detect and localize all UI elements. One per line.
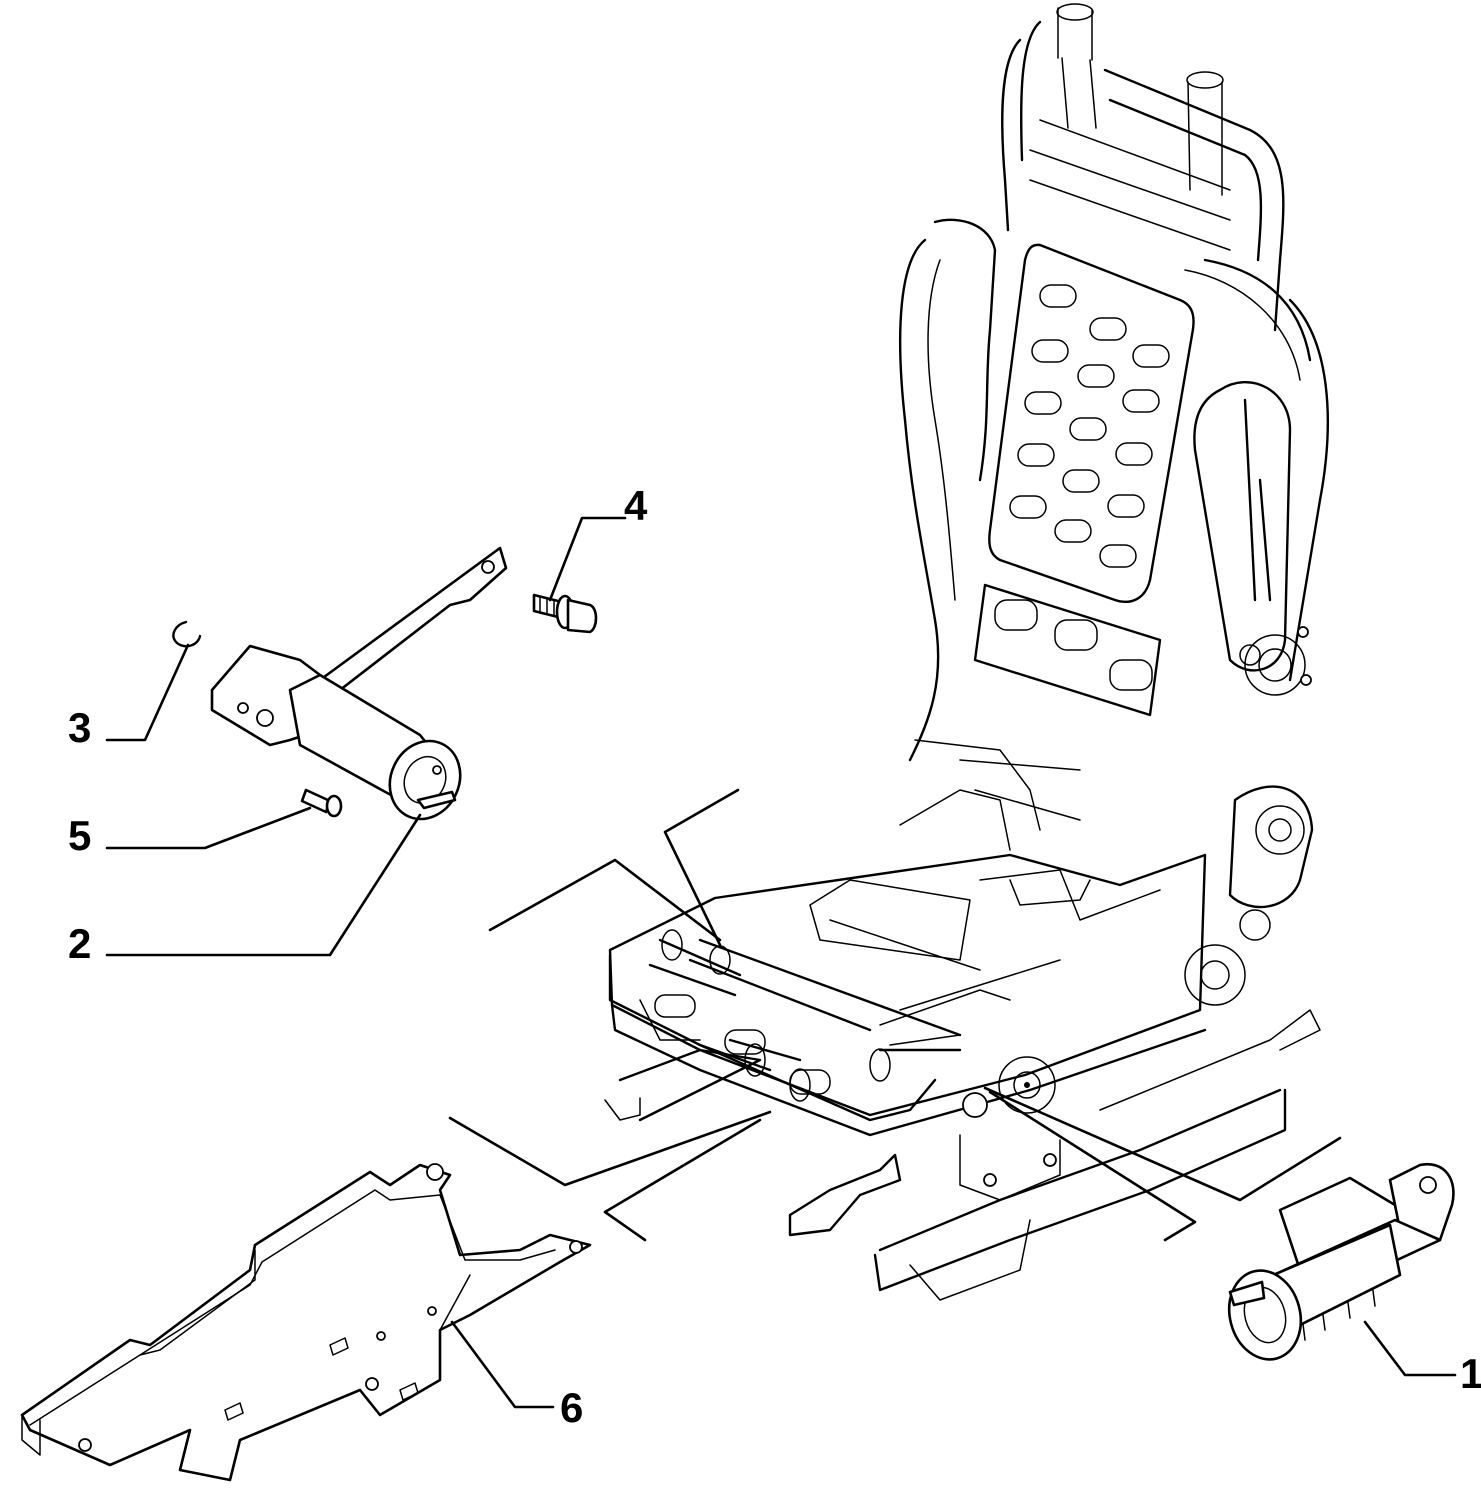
callout-1: 1 bbox=[1460, 1350, 1481, 1397]
assembly-guide-lines bbox=[448, 788, 1342, 1242]
lumbar-slots bbox=[1009, 284, 1170, 568]
callout-4: 4 bbox=[624, 482, 648, 529]
flange-screw-icon bbox=[532, 593, 598, 634]
callout-labels: 1 2 3 4 5 6 bbox=[68, 482, 1481, 1431]
seat-frame-icon bbox=[604, 3, 1329, 1301]
callout-3: 3 bbox=[68, 704, 91, 751]
callout-5: 5 bbox=[68, 812, 91, 859]
bolt-icon bbox=[300, 788, 343, 818]
mounting-bracket-icon bbox=[20, 1163, 592, 1482]
callout-2: 2 bbox=[68, 920, 91, 967]
electric-motor-icon bbox=[210, 546, 508, 821]
callout-6: 6 bbox=[560, 1384, 583, 1431]
circlip-icon bbox=[172, 620, 202, 648]
callout-leaders bbox=[105, 516, 1457, 1409]
electric-motor-icon bbox=[1227, 1162, 1455, 1361]
